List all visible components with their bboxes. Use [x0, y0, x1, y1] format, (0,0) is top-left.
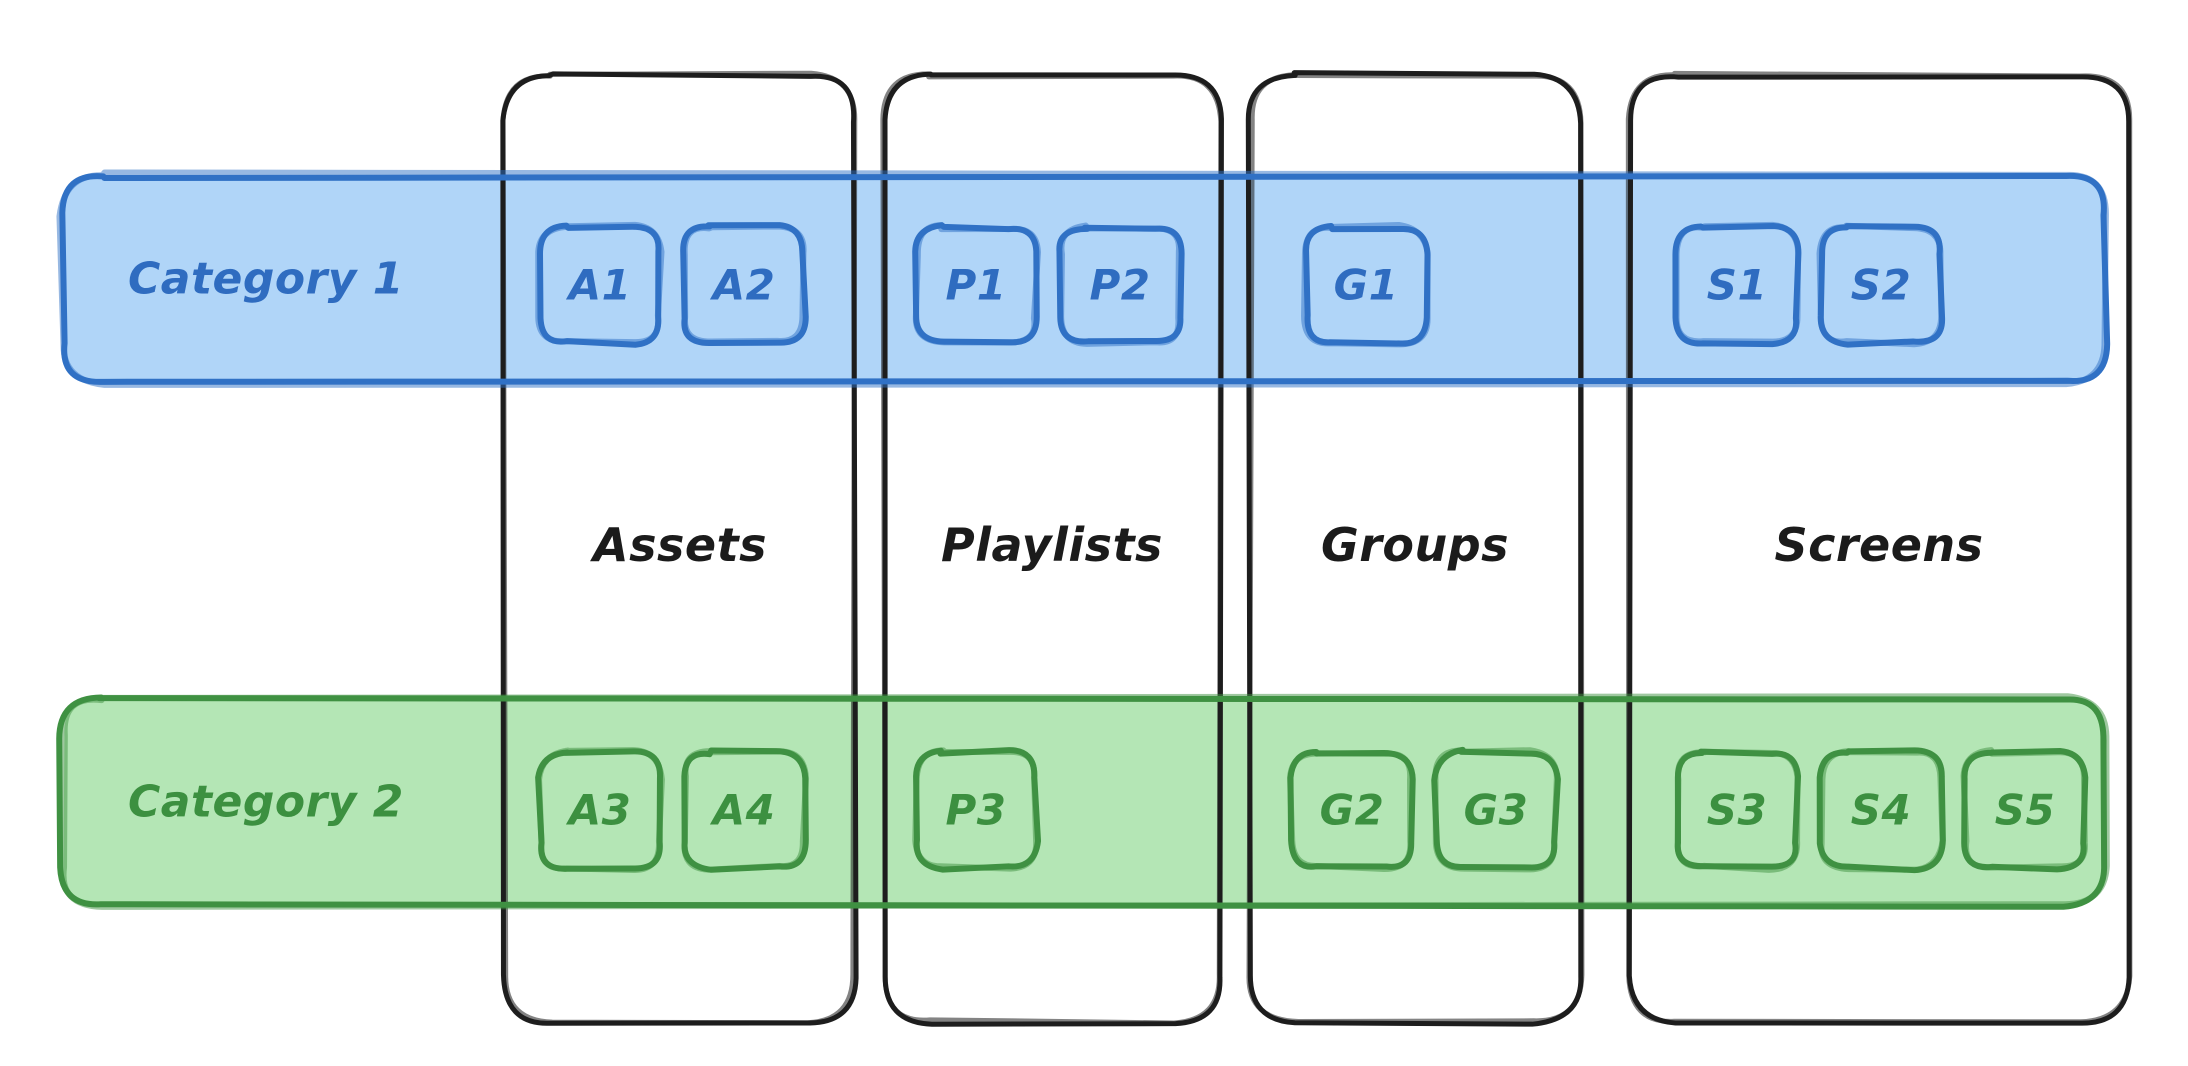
- column-outline-assets: [500, 70, 858, 1026]
- chip-outline-s5[interactable]: [1960, 747, 2088, 871]
- column-outline-screens: [1625, 70, 2133, 1025]
- chip-outline-g3[interactable]: [1432, 747, 1560, 873]
- category-bands-stroke: [56, 169, 2111, 910]
- chip-outline-s3[interactable]: [1674, 748, 1801, 873]
- chip-outline-a3[interactable]: [536, 747, 665, 873]
- band-outline-category-1: [56, 169, 2109, 388]
- chip-outline-a4[interactable]: [681, 748, 810, 873]
- chip-outline-s4[interactable]: [1818, 748, 1946, 873]
- chip-outline-s1[interactable]: [1673, 221, 1802, 345]
- chip-outline-g2[interactable]: [1286, 750, 1414, 873]
- column-outline-groups: [1246, 72, 1585, 1025]
- chip-outline-g1[interactable]: [1301, 221, 1431, 348]
- column-outline-playlists: [880, 71, 1224, 1026]
- chip-outline-p3[interactable]: [912, 747, 1040, 872]
- chip-outline-s2[interactable]: [1816, 222, 1945, 348]
- item-chips: [535, 221, 2089, 874]
- chip-outline-a2[interactable]: [681, 223, 807, 345]
- column-containers: [500, 70, 2133, 1027]
- chip-outline-p1[interactable]: [912, 222, 1041, 346]
- chip-outline-p2[interactable]: [1058, 222, 1182, 347]
- band-outline-category-2: [60, 693, 2110, 910]
- chip-outline-a1[interactable]: [535, 221, 665, 346]
